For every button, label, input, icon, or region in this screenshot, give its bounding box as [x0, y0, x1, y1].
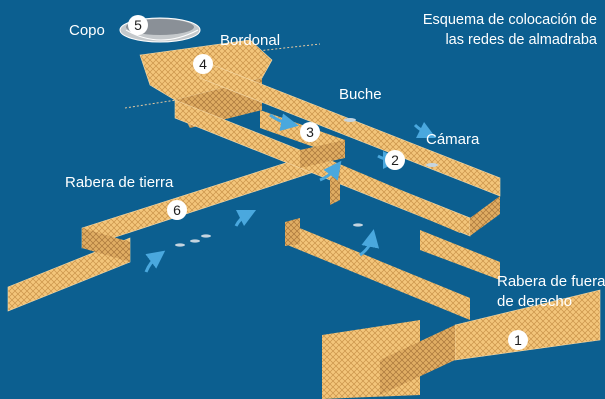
label-camara: Cámara [426, 131, 480, 148]
rabera-de-fuera-net [322, 289, 601, 399]
marker-2: 2 [385, 150, 405, 170]
lower-chamber-net [285, 218, 500, 320]
label-rabera-de-fuera-2: de derecho [497, 293, 573, 310]
label-rabera-de-fuera-1: Rabera de fuera [497, 273, 605, 290]
title-line-2: las redes de almadraba [445, 32, 597, 48]
marker-3: 3 [300, 122, 320, 142]
label-copo: Copo [69, 22, 105, 39]
diagram-title: Esquema de colocación de las redes de al… [423, 10, 597, 50]
marker-1: 1 [508, 330, 528, 350]
title-line-1: Esquema de colocación de [422, 12, 597, 28]
label-rabera-de-tierra: Rabera de tierra [65, 174, 174, 191]
marker-5: 5 [128, 15, 148, 35]
marker-6: 6 [167, 200, 187, 220]
rabera-de-tierra-net [7, 151, 321, 312]
label-bordonal: Bordonal [220, 32, 281, 49]
label-buche: Buche [339, 86, 382, 103]
fish-icons [175, 118, 438, 247]
marker-4: 4 [193, 54, 213, 74]
